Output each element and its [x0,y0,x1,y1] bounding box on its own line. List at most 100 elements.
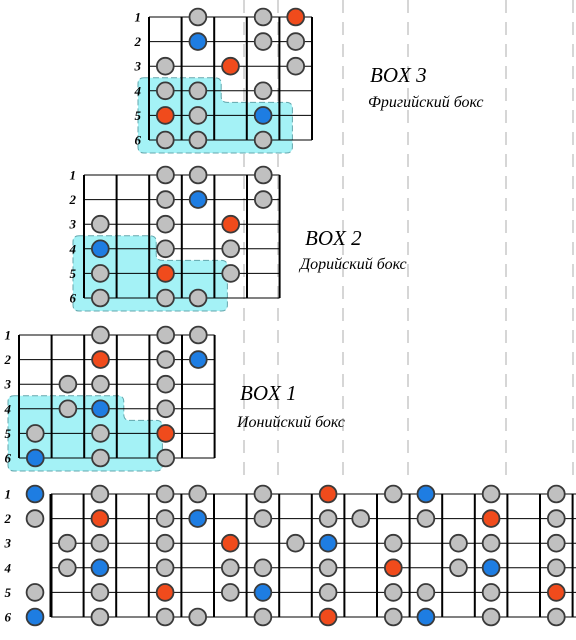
grey-note-dot [156,130,175,150]
grey-note-dot [253,484,273,504]
grey-note-dot [90,533,110,553]
blue-root-note-dot [253,106,273,125]
grey-note-dot [188,130,208,150]
grey-note-dot [90,484,110,504]
red-note-dot [91,350,110,369]
grey-note-dot [416,509,436,528]
blue-root-note-dot [25,448,45,468]
grey-note-dot [91,374,110,394]
string-number: 6 [5,451,12,466]
red-note-dot [155,583,175,602]
box-2-subtitle: Дорийский бокс [298,256,407,273]
grey-note-dot [481,583,501,602]
grey-note-dot [91,448,110,468]
grey-note-dot [189,325,208,345]
string-number: 2 [134,34,142,49]
box-3-notes [156,7,306,150]
grey-note-dot [188,607,208,627]
blue-root-note-dot [253,583,273,602]
grey-note-dot [383,583,403,602]
grey-note-dot [546,607,566,627]
grey-note-dot [156,214,175,234]
grey-note-dot [91,264,110,283]
grey-note-dot [253,509,273,528]
grey-note-dot [188,165,208,185]
grey-note-dot [383,607,403,627]
red-note-dot [481,509,501,528]
grey-note-dot [156,325,176,345]
grey-note-dot [546,509,566,528]
blue-root-note-dot [91,239,110,259]
grey-note-dot [188,106,208,125]
grey-note-dot [90,607,110,627]
grey-note-dot [449,558,468,578]
box-3-subtitle: Фригийский бокс [368,94,484,111]
box-1-grid [18,334,216,459]
grey-note-dot [253,190,273,209]
grey-note-dot [155,558,175,578]
grey-note-dot [546,558,566,578]
red-note-dot [546,583,566,602]
grey-note-dot [188,81,208,101]
grey-note-dot [221,558,240,578]
box-1-notes [25,325,208,468]
blue-root-note-dot [318,533,338,553]
grey-note-dot [155,509,175,528]
grey-note-dot [91,424,110,443]
grey-note-dot [188,7,208,27]
grey-note-dot [25,509,45,528]
string-number: 1 [5,328,12,343]
grey-note-dot [318,509,338,528]
grey-note-dot [449,533,468,553]
blue-root-note-dot [416,484,436,504]
grey-note-dot [58,399,78,419]
grey-note-dot [156,288,175,308]
grey-note-dot [91,288,110,308]
grey-note-dot [318,583,338,602]
grey-note-dot [253,7,273,27]
blue-root-note-dot [91,399,110,419]
string-number: 4 [4,401,12,416]
grey-note-dot [286,533,305,553]
grey-note-dot [156,448,176,468]
grey-note-dot [156,399,176,419]
blue-root-note-dot [188,509,208,528]
string-number: 3 [4,377,12,392]
grey-note-dot [253,607,273,627]
grey-note-dot [156,165,175,185]
grey-note-dot [91,214,110,234]
red-note-dot [221,533,240,553]
box-3-title: BOX 3 [370,63,427,87]
grey-note-dot [156,190,175,209]
string-number: 1 [70,168,77,183]
grey-note-dot [25,583,45,602]
blue-root-note-dot [188,32,208,51]
grey-note-dot [253,32,273,51]
grey-note-dot [383,484,403,504]
red-note-dot [318,607,338,627]
grey-note-dot [318,558,338,578]
box-2-notes [91,165,273,308]
red-note-dot [156,264,175,283]
grey-note-dot [221,264,241,283]
string-number: 5 [5,585,12,600]
grey-note-dot [416,583,436,602]
grey-note-dot [155,484,175,504]
grey-note-dot [58,558,77,578]
grey-note-dot [58,374,78,394]
grey-note-dot [286,56,306,76]
grey-note-dot [155,607,175,627]
full-fretboard-notes [25,484,566,627]
grey-note-dot [90,583,110,602]
grey-note-dot [253,81,273,101]
string-number: 5 [5,426,12,441]
blue-root-note-dot [416,607,436,627]
red-note-dot [90,509,110,528]
grey-note-dot [221,583,240,602]
